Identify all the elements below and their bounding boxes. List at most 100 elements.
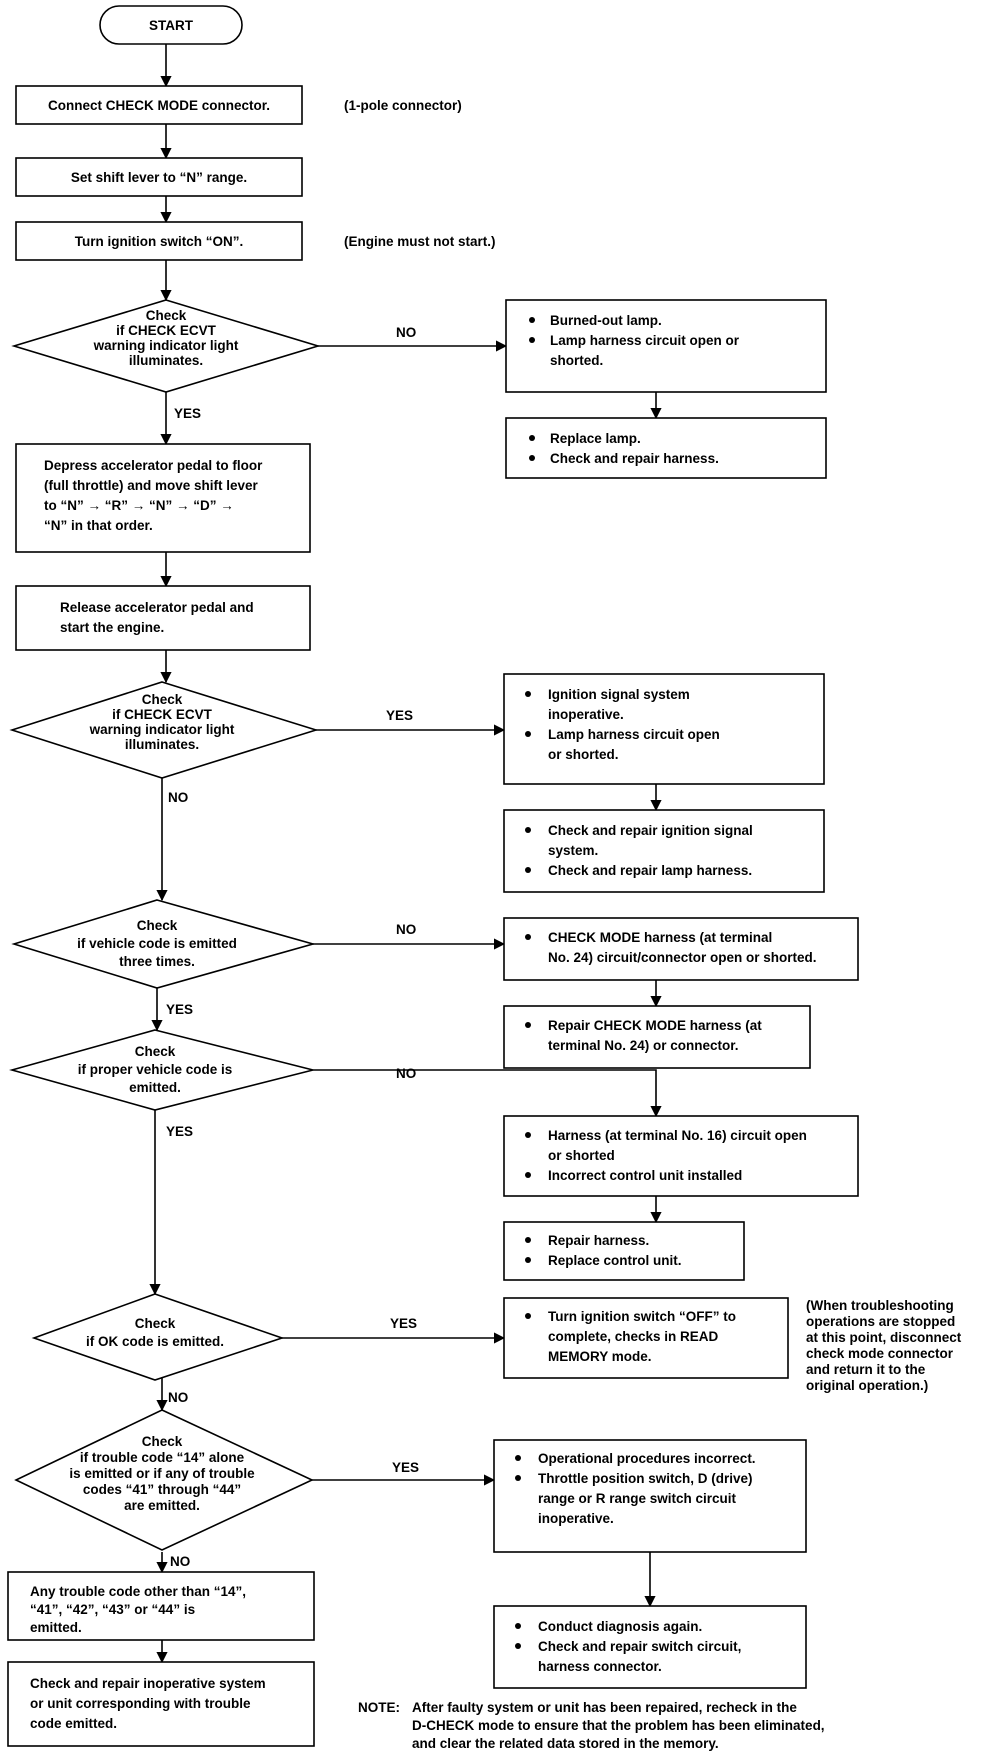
decision-text: Check bbox=[142, 692, 183, 707]
side-text: CHECK MODE harness (at terminal bbox=[548, 930, 772, 945]
side-text: Check and repair lamp harness. bbox=[548, 863, 752, 878]
side-text: Turn ignition switch “OFF” to bbox=[548, 1309, 736, 1324]
label-yes: YES bbox=[392, 1460, 419, 1475]
side-text: complete, checks in READ bbox=[548, 1329, 719, 1344]
side-text: MEMORY mode. bbox=[548, 1349, 652, 1364]
side-text: Repair CHECK MODE harness (at bbox=[548, 1018, 762, 1033]
note-text: D-CHECK mode to ensure that the problem … bbox=[412, 1718, 825, 1733]
side-text: Throttle position switch, D (drive) bbox=[538, 1471, 753, 1486]
side-text: Ignition signal system bbox=[548, 687, 690, 702]
decision-text: if CHECK ECVT bbox=[116, 323, 217, 338]
label-yes: YES bbox=[166, 1124, 193, 1139]
step-ignition-on: Turn ignition switch “ON”. bbox=[15, 221, 303, 261]
side-text: Incorrect control unit installed bbox=[548, 1168, 742, 1183]
label-yes: YES bbox=[390, 1316, 417, 1331]
side-text: Check and repair switch circuit, bbox=[538, 1639, 741, 1654]
side-text: Check and repair ignition signal bbox=[548, 823, 753, 838]
side-text: Burned-out lamp. bbox=[550, 313, 662, 328]
ok-code-note: (When troubleshooting operations are sto… bbox=[806, 1298, 962, 1393]
step-text: Check and repair inoperative system bbox=[30, 1676, 266, 1691]
decision-text: emitted. bbox=[129, 1080, 181, 1095]
decision-text: illuminates. bbox=[125, 737, 199, 752]
ok-note-text: operations are stopped bbox=[806, 1314, 955, 1329]
box-harness-terminal-16: Harness (at terminal No. 16) circuit ope… bbox=[503, 1115, 859, 1197]
step-connect-check-mode: Connect CHECK MODE connector. bbox=[15, 85, 303, 125]
step-text: Depress accelerator pedal to floor bbox=[44, 458, 263, 473]
box-burned-out-lamp: Burned-out lamp. Lamp harness circuit op… bbox=[505, 299, 827, 393]
step-text: “N” in that order. bbox=[44, 518, 153, 533]
side-text: Repair harness. bbox=[548, 1233, 649, 1248]
ok-note-text: (When troubleshooting bbox=[806, 1298, 954, 1313]
side-text: or shorted. bbox=[548, 747, 619, 762]
step-text: start the engine. bbox=[60, 620, 164, 635]
side-text: harness connector. bbox=[538, 1659, 662, 1674]
side-text: Conduct diagnosis again. bbox=[538, 1619, 702, 1634]
side-text: shorted. bbox=[550, 353, 603, 368]
label-no: NO bbox=[168, 790, 188, 805]
box-repair-check-mode-harness: Repair CHECK MODE harness (at terminal N… bbox=[503, 1005, 811, 1069]
start-terminal: START bbox=[99, 5, 243, 45]
side-text: No. 24) circuit/connector open or shorte… bbox=[548, 950, 817, 965]
step-depress-accelerator: Depress accelerator pedal to floor (full… bbox=[15, 443, 311, 553]
decision-text: Check bbox=[137, 918, 178, 933]
step-other-trouble-code: Any trouble code other than “14”, “41”, … bbox=[7, 1571, 315, 1641]
step-shift-text: Set shift lever to “N” range. bbox=[71, 170, 247, 185]
decision-proper-vehicle-code: Check if proper vehicle code is emitted. bbox=[9, 1029, 314, 1111]
start-label: START bbox=[149, 18, 194, 33]
side-text: Lamp harness circuit open bbox=[548, 727, 720, 742]
side-text: Check and repair harness. bbox=[550, 451, 719, 466]
decision-text: Check bbox=[135, 1316, 176, 1331]
step-text: Any trouble code other than “14”, bbox=[30, 1584, 246, 1599]
note-text: and clear the related data stored in the… bbox=[412, 1736, 719, 1751]
decision-text: are emitted. bbox=[124, 1498, 200, 1513]
ok-note-text: at this point, disconnect bbox=[806, 1330, 962, 1345]
step-ignition-text: Turn ignition switch “ON”. bbox=[75, 234, 244, 249]
step-text: to “N” → “R” → “N” → “D” → bbox=[44, 498, 234, 513]
ok-note-text: and return it to the bbox=[806, 1362, 926, 1377]
side-text: system. bbox=[548, 843, 598, 858]
connect-note: (1-pole connector) bbox=[344, 98, 462, 113]
note-label: NOTE: bbox=[358, 1700, 400, 1715]
label-no: NO bbox=[168, 1390, 188, 1405]
side-text: inoperative. bbox=[548, 707, 624, 722]
step-text: “41”, “42”, “43” or “44” is bbox=[30, 1602, 195, 1617]
note-text: After faulty system or unit has been rep… bbox=[412, 1700, 797, 1715]
decision-ok-code: Check if OK code is emitted. bbox=[31, 1293, 285, 1381]
decision-text: Check bbox=[146, 308, 187, 323]
label-no: NO bbox=[170, 1554, 190, 1569]
step-text: (full throttle) and move shift lever bbox=[44, 478, 259, 493]
decision-trouble-code-14-41-44: Check if trouble code “14” alone is emit… bbox=[14, 1409, 314, 1551]
side-text: Replace lamp. bbox=[550, 431, 641, 446]
decision-text: three times. bbox=[119, 954, 195, 969]
decision-text: illuminates. bbox=[129, 353, 203, 368]
side-text: Replace control unit. bbox=[548, 1253, 682, 1268]
box-turn-ignition-off: Turn ignition switch “OFF” to complete, … bbox=[503, 1297, 789, 1379]
box-operational-procedures: Operational procedures incorrect. Thrott… bbox=[493, 1439, 807, 1553]
decision-text: warning indicator light bbox=[89, 722, 235, 737]
step-repair-inoperative-system: Check and repair inoperative system or u… bbox=[7, 1661, 315, 1747]
box-conduct-diagnosis: Conduct diagnosis again. Check and repai… bbox=[493, 1605, 807, 1689]
label-no: NO bbox=[396, 1066, 416, 1081]
side-text: Lamp harness circuit open or bbox=[550, 333, 740, 348]
side-text: or shorted bbox=[548, 1148, 615, 1163]
step-text: or unit corresponding with trouble bbox=[30, 1696, 251, 1711]
decision-text: if OK code is emitted. bbox=[86, 1334, 224, 1349]
box-repair-ignition-signal: Check and repair ignition signal system.… bbox=[503, 809, 825, 893]
label-no: NO bbox=[396, 922, 416, 937]
decision-text: if trouble code “14” alone bbox=[80, 1450, 245, 1465]
step-text: emitted. bbox=[30, 1620, 82, 1635]
decision-lamp-illuminates-1: Check if CHECK ECVT warning indicator li… bbox=[11, 299, 321, 393]
decision-text: if proper vehicle code is bbox=[78, 1062, 233, 1077]
box-repair-harness: Repair harness. Replace control unit. bbox=[503, 1221, 745, 1281]
ok-note-text: check mode connector bbox=[806, 1346, 954, 1361]
side-text: Harness (at terminal No. 16) circuit ope… bbox=[548, 1128, 807, 1143]
decision-vehicle-code-three-times: Check if vehicle code is emitted three t… bbox=[11, 899, 316, 989]
decision-text: if vehicle code is emitted bbox=[77, 936, 237, 951]
step-release-accelerator: Release accelerator pedal and start the … bbox=[15, 585, 311, 651]
side-text: range or R range switch circuit bbox=[538, 1491, 737, 1506]
footer-note: NOTE: After faulty system or unit has be… bbox=[358, 1700, 825, 1751]
label-yes: YES bbox=[386, 708, 413, 723]
box-ignition-signal-inoperative: Ignition signal system inoperative. Lamp… bbox=[503, 673, 825, 785]
step-text: code emitted. bbox=[30, 1716, 117, 1731]
decision-text: warning indicator light bbox=[93, 338, 239, 353]
